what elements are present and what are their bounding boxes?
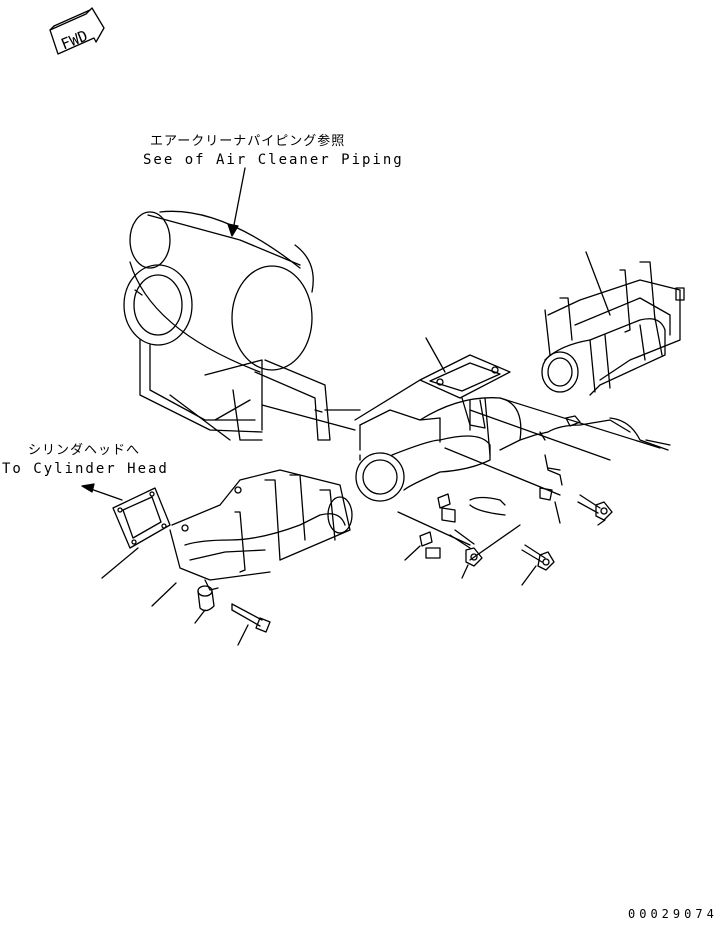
turbo-elbow — [355, 397, 522, 502]
document-number: 00029074 — [628, 907, 716, 921]
fwd-arrow-icon: FWD — [49, 7, 105, 55]
air-cleaner-note-en: See of Air Cleaner Piping — [143, 152, 404, 168]
clips — [419, 493, 456, 559]
bolt-right — [577, 494, 613, 521]
pipe-run — [261, 379, 661, 561]
leader-lines — [101, 251, 671, 646]
bolt-mid-2 — [521, 544, 555, 571]
bolt-long — [231, 603, 271, 633]
turbo-flange — [419, 354, 511, 429]
cylinder-head-arrow — [81, 483, 123, 501]
exhaust-manifold-upper — [541, 261, 685, 396]
mounting-bracket — [232, 359, 331, 441]
gasket — [112, 487, 171, 549]
cylinder-head-note-jp: シリンダヘッドへ — [28, 443, 141, 458]
cylinder-head-note-en: To Cylinder Head — [2, 461, 169, 477]
air-cleaner-leader — [227, 167, 246, 237]
air-cleaner-note-jp: エアークリーナパイピング参照 — [150, 134, 346, 149]
bolt-mid-1 — [449, 529, 483, 567]
exhaust-manifold-lower — [169, 469, 353, 591]
sensor-harness — [469, 415, 669, 516]
fwd-label: FWD — [58, 27, 90, 54]
spacer — [197, 585, 215, 612]
air-cleaner — [123, 210, 314, 441]
